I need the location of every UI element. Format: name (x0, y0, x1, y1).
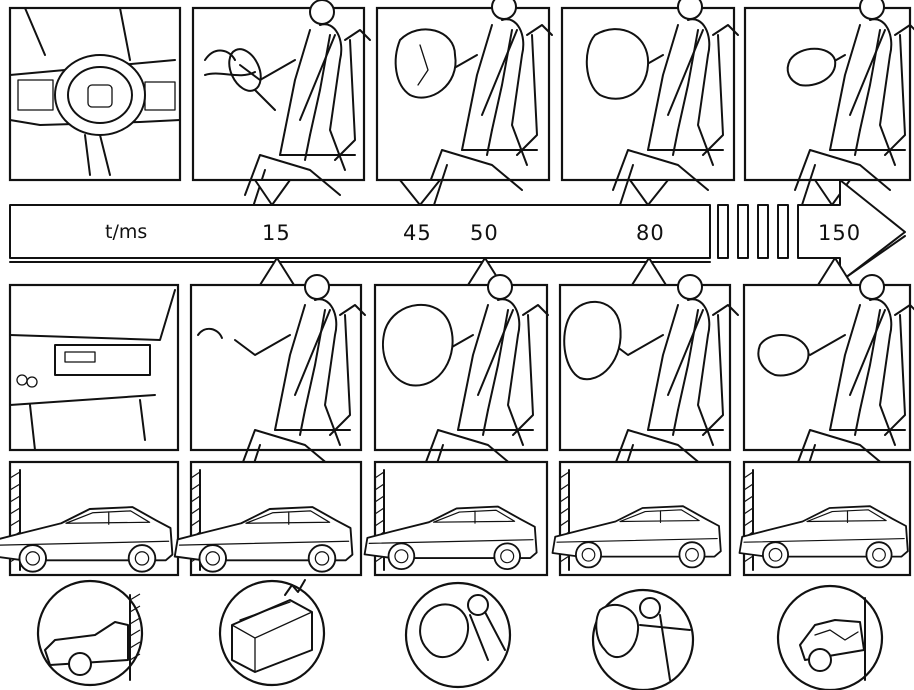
detail-circle-crumpled-front (778, 586, 882, 690)
panel-car-15 (175, 462, 361, 575)
panel-dashboard-passenger (10, 285, 178, 450)
tick-80: 80 (636, 221, 665, 245)
panel-dashboard-top (10, 8, 180, 180)
panel-15ms-top (193, 0, 370, 210)
airbag-icon (587, 29, 648, 99)
airbag-icon (383, 305, 453, 386)
panel-150ms-top (745, 0, 914, 205)
crash-sensor-icon (220, 580, 324, 685)
panel-80ms-top (562, 0, 738, 205)
panel-45ms-top (377, 0, 552, 205)
airbag-icon (758, 335, 808, 376)
panel-150ms-passenger (744, 275, 914, 485)
time-unit-label: t/ms (105, 221, 147, 243)
tick-50: 50 (470, 221, 499, 245)
panel-car-0 (0, 462, 178, 575)
panel-car-50 (365, 462, 547, 575)
panel-car-150 (740, 462, 911, 575)
top-row (10, 0, 914, 210)
detail-circle-passenger-airbag (593, 590, 693, 690)
tick-15: 15 (262, 221, 291, 245)
panel-45ms-passenger (375, 275, 548, 485)
tick-45: 45 (403, 221, 432, 245)
panel-15ms-passenger (191, 275, 365, 485)
detail-circles (38, 580, 882, 690)
panel-80ms-passenger (560, 275, 738, 485)
tick-150: 150 (818, 221, 861, 245)
detail-circle-driver-airbag (406, 583, 510, 687)
middle-row (10, 275, 914, 485)
detail-circle-impact (38, 581, 142, 685)
timeline-arrow: t/ms 15 45 50 80 150 (10, 180, 905, 285)
panel-car-80 (553, 462, 731, 575)
car-row (0, 462, 910, 575)
